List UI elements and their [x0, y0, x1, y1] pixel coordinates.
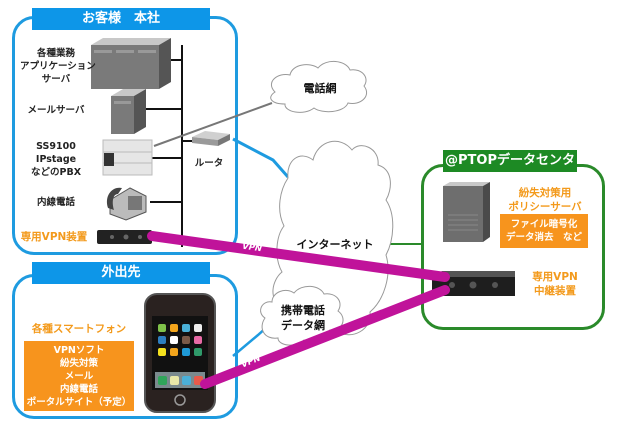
router-label: ルータ: [194, 158, 224, 169]
hq-vpn-device-label: 専用VPN装置: [20, 231, 88, 243]
pbx-icon: [102, 139, 153, 176]
mail-server-label: メールサーバ: [27, 105, 85, 116]
vpn-tunnel-hq: [147, 231, 450, 282]
pbx-label: SS9100 IPstage などのPBX: [30, 141, 82, 178]
smartphone-features-box: VPNソフト 紛失対策 メール 内線電話 ポータルサイト（予定）: [24, 341, 134, 411]
vpn-relay-label: 専用VPN 中継装置: [532, 271, 578, 297]
policy-server-icon: [443, 182, 490, 242]
router-to-internet-link: [232, 137, 290, 178]
smartphone-label: 各種スマートフォン: [31, 323, 127, 335]
policy-server-label: 紛失対策用 ポリシーサーバ: [508, 187, 582, 213]
router-icon: [192, 131, 230, 146]
internet-label: インターネット: [296, 238, 374, 251]
mobile-data-cloud: [260, 285, 344, 346]
headquarters-title: お客様 本社: [32, 8, 210, 30]
vpn-relay-device-icon: [432, 271, 515, 296]
smartphone-icon: [144, 293, 216, 413]
vpn-tunnel-mobile: [200, 285, 450, 389]
datacenter-title: @PTOPデータセンタ: [443, 150, 577, 172]
phone-network-cloud: [270, 61, 368, 113]
mobile-title: 外出先: [32, 262, 210, 284]
mobile-data-label: 携帯電話 データ網: [281, 304, 325, 332]
mail-server-icon: [111, 89, 146, 134]
extension-phone-label: 内線電話: [36, 197, 75, 208]
pbx-to-phone-network-link: [153, 102, 273, 147]
app-servers-label: 各種業務 アプリケーション サーバ: [20, 48, 96, 85]
phone-network-label: 電話網: [303, 82, 337, 95]
hq-vpn-device-icon: [97, 230, 152, 244]
app-servers-icon: [91, 38, 171, 89]
desk-phone-icon: [106, 187, 147, 221]
policy-server-features-box: ファイル暗号化 データ消去 など: [500, 214, 588, 248]
app-icons: [158, 324, 203, 385]
